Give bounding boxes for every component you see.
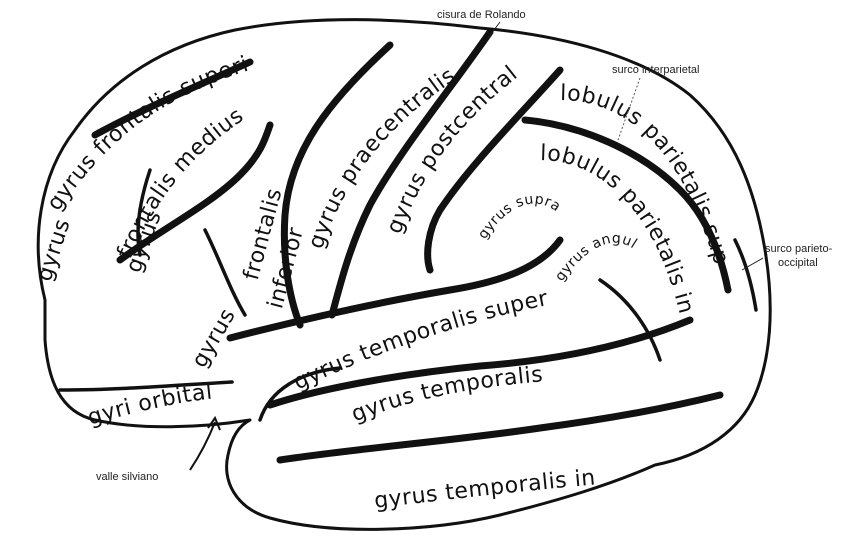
callout-rolando: cisura de Rolando [437,9,526,21]
callout-interparietal: surco interparietal [612,64,699,76]
callout-parieto-2: occipital [778,257,818,269]
callout-parieto-1: surco parieto- [765,243,833,255]
callout-silviano: valle silviano [96,471,158,483]
arrow-silviano [190,422,215,470]
